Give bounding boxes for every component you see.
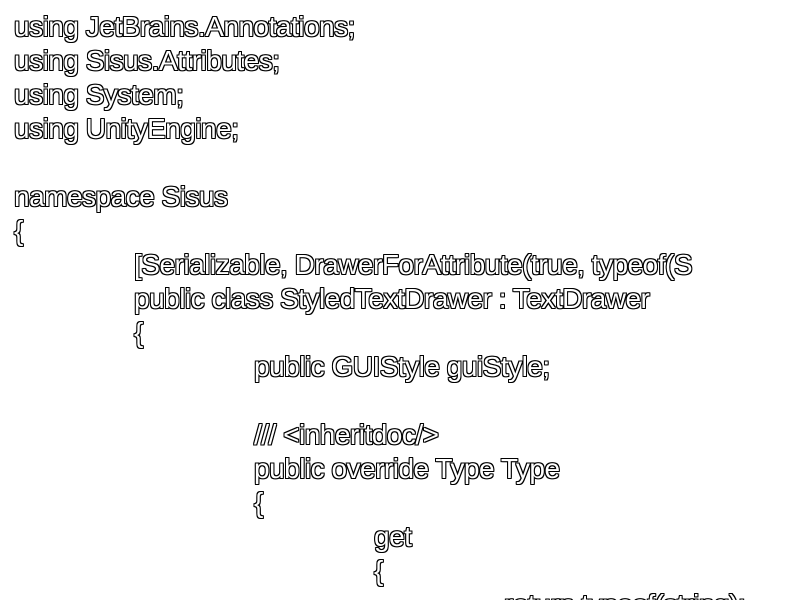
code-line: public override Type Type [254, 453, 560, 484]
code-line: { [134, 317, 143, 348]
code-text-area[interactable]: using JetBrains.Annotations; using Sisus… [14, 10, 746, 600]
code-line: { [254, 487, 263, 518]
code-line: get [374, 521, 412, 552]
code-line: [Serializable, DrawerForAttribute(true, … [134, 249, 693, 280]
code-line: namespace Sisus [14, 181, 228, 212]
code-line: return typeof(string); [14, 588, 746, 600]
code-line-blank [14, 146, 745, 180]
code-line: using UnityEngine; [14, 113, 239, 144]
code-line: public GUIStyle guiStyle; [254, 351, 550, 382]
code-line: { [14, 215, 23, 246]
code-line: /// <inheritdoc/> [254, 419, 439, 450]
code-line: using Sisus.Attributes; [14, 45, 280, 76]
code-line: using JetBrains.Annotations; [14, 11, 355, 42]
code-line: using System; [14, 79, 184, 110]
code-line: { [374, 555, 383, 586]
code-line: public class StyledTextDrawer : TextDraw… [134, 283, 650, 314]
code-line-blank [14, 384, 745, 418]
